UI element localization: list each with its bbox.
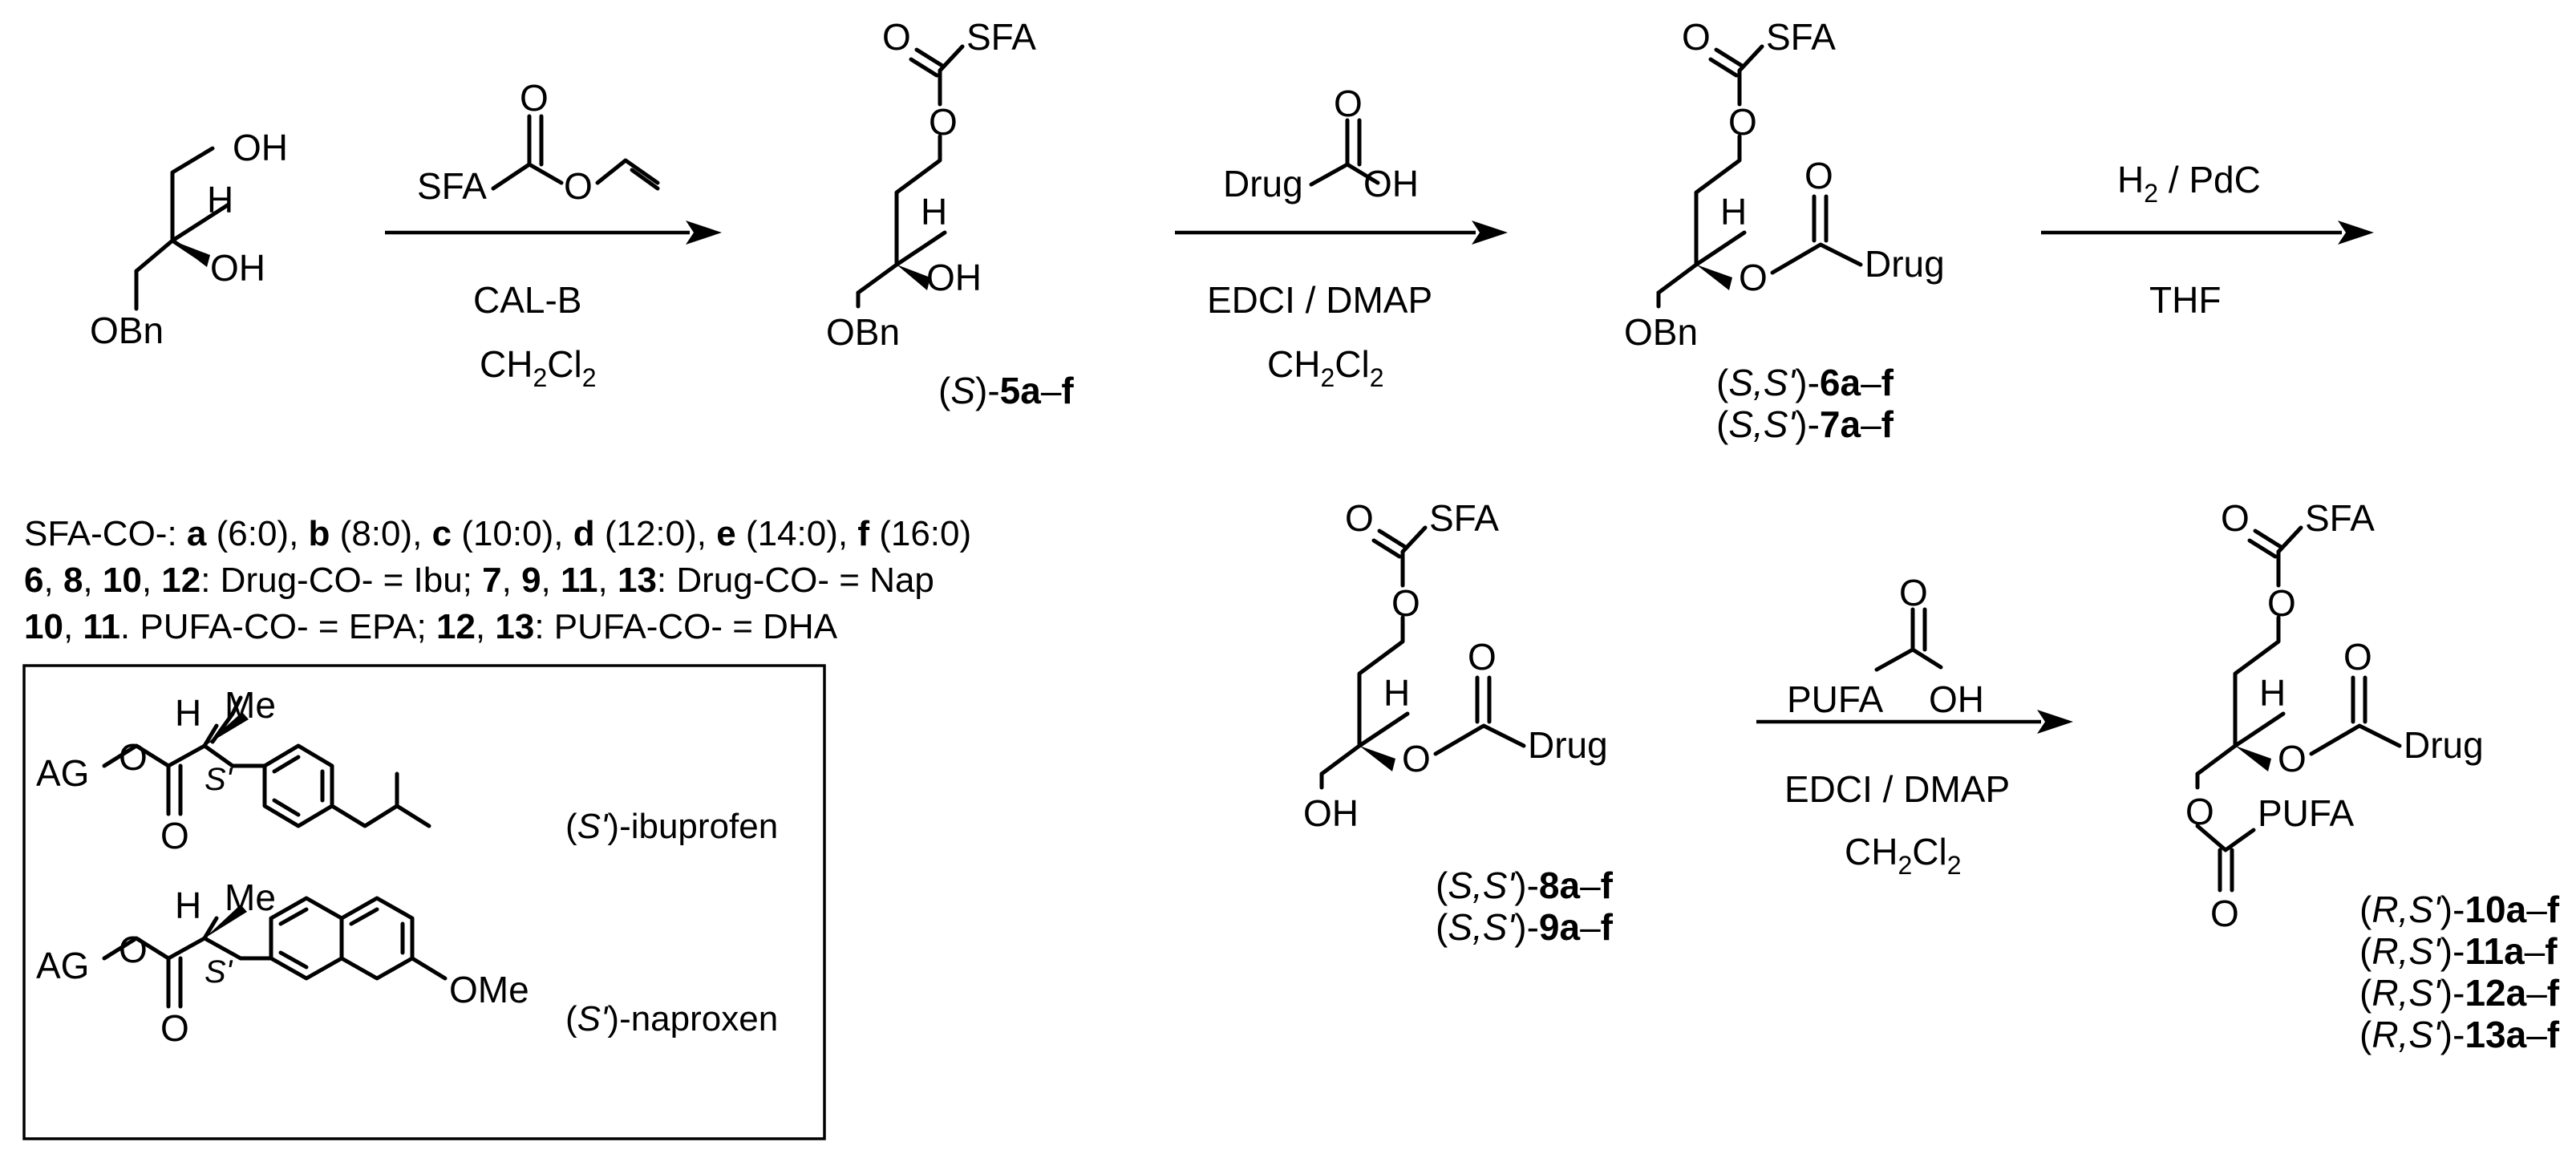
c10-o3: O xyxy=(2185,791,2214,832)
c6-drug-o: O xyxy=(1804,155,1833,196)
reagent-ester-o: O xyxy=(564,165,593,207)
c10-drug-o: O xyxy=(2343,636,2372,678)
c8-o-ester: O xyxy=(1391,582,1420,624)
arrow-step2: O Drug OH EDCI / DMAP CH2Cl2 xyxy=(1175,83,1508,392)
c7-label: (S,S')-7a–f xyxy=(1716,403,1894,445)
nap-ome: OMe xyxy=(449,969,529,1010)
c13-label: (R,S')-13a–f xyxy=(2359,1014,2560,1055)
c10-o2: O xyxy=(2278,738,2307,779)
reagent-edci-1: EDCI / DMAP xyxy=(1207,279,1432,321)
reagent-ch2cl2-2: CH2Cl2 xyxy=(1267,343,1384,392)
c9-label: (S,S')-9a–f xyxy=(1436,906,1614,948)
naproxen-structure: AG O O H Me S' OMe (S')-naproxen xyxy=(36,877,778,1049)
c8-drug-o: O xyxy=(1468,636,1497,678)
legend-sfa: SFA-CO-: a (6:0), b (8:0), c (10:0), d (… xyxy=(24,514,971,553)
c6-o-carbonyl: O xyxy=(1682,16,1711,58)
reagent-h2-pdc: H2 / PdC xyxy=(2117,159,2261,208)
c6-obn: OBn xyxy=(1624,311,1698,353)
c10-drug: Drug xyxy=(2404,724,2484,766)
nap-ag: AG xyxy=(36,945,89,986)
c6-drug: Drug xyxy=(1865,243,1945,285)
atom-h: H xyxy=(207,179,233,221)
arrow-step3: H2 / PdC THF xyxy=(2041,159,2374,321)
atom-oh-top: OH xyxy=(233,127,288,168)
compound-8-9: O SFA O H O O Drug OH (S,S')-8a–f (S,S')… xyxy=(1303,497,1614,948)
c10-pufa: PUFA xyxy=(2258,792,2354,834)
c10-sfa: SFA xyxy=(2305,497,2375,539)
reagent-ch2cl2-1: CH2Cl2 xyxy=(480,343,597,392)
arrow-step4: O PUFA OH EDCI / DMAP CH2Cl2 xyxy=(1756,572,2073,880)
ibu-carbonyl-o: O xyxy=(160,815,189,856)
c6-h: H xyxy=(1720,191,1747,233)
ibu-ester-o: O xyxy=(119,736,148,778)
drug-acid-o: O xyxy=(1334,83,1363,124)
ibu-ag: AG xyxy=(36,752,89,794)
ibu-label: (S')-ibuprofen xyxy=(565,807,778,846)
compound-start: OH H OH OBn xyxy=(90,127,288,351)
atom-oh: OH xyxy=(210,247,265,289)
drug-structures-box: AG O O H Me S' (S')-ibuprofen xyxy=(22,664,826,1140)
arrow-step1: O SFA O CAL-B CH2Cl2 xyxy=(385,77,722,392)
c10-pufa-o: O xyxy=(2210,893,2239,934)
c11-label: (R,S')-11a–f xyxy=(2359,930,2558,972)
pufa-acid-oh: OH xyxy=(1929,678,1984,720)
ibuprofen-structure: AG O O H Me S' (S')-ibuprofen xyxy=(36,684,778,856)
pufa-acid-o: O xyxy=(1899,572,1928,613)
legend-pufa: 10, 11. PUFA-CO- = EPA; 12, 13: PUFA-CO-… xyxy=(24,607,838,646)
reagent-ch2cl2-4: CH2Cl2 xyxy=(1845,831,1962,880)
c5-o-ester: O xyxy=(929,101,958,143)
c8-h: H xyxy=(1383,672,1410,714)
reagent-carbonyl-o: O xyxy=(520,77,549,119)
c8-sfa: SFA xyxy=(1429,497,1499,539)
c8-drug: Drug xyxy=(1528,724,1608,766)
atom-obn: OBn xyxy=(90,310,164,351)
legend-drug: 6, 8, 10, 12: Drug-CO- = Ibu; 7, 9, 11, … xyxy=(24,561,934,600)
c6-label: (S,S')-6a–f xyxy=(1716,362,1894,403)
reagent-edci-2: EDCI / DMAP xyxy=(1784,768,2010,810)
ibu-h: H xyxy=(175,692,201,734)
nap-carbonyl-o: O xyxy=(160,1007,189,1049)
c5-label: (S)-5a–f xyxy=(938,370,1074,411)
c6-o2: O xyxy=(1739,257,1768,298)
c6-o-ester: O xyxy=(1728,101,1757,143)
reagent-calb: CAL-B xyxy=(473,279,581,321)
nap-stereo: S' xyxy=(205,954,233,990)
c10-o-carbonyl: O xyxy=(2221,497,2250,539)
reagent-sfa: SFA xyxy=(417,165,487,207)
c10-o-ester: O xyxy=(2267,582,2296,624)
legend: SFA-CO-: a (6:0), b (8:0), c (10:0), d (… xyxy=(24,514,971,646)
c5-oh: OH xyxy=(926,257,982,298)
c8-oh: OH xyxy=(1303,792,1359,834)
drug-acid-drug: Drug xyxy=(1223,163,1303,204)
c5-h: H xyxy=(921,191,947,233)
compound-6-7: O SFA O H O O Drug OBn (S,S')-6a–f (S,S'… xyxy=(1624,16,1945,445)
pufa-acid-pufa: PUFA xyxy=(1787,678,1883,720)
c8-o2: O xyxy=(1402,738,1431,779)
nap-me: Me xyxy=(225,877,276,918)
nap-label: (S')-naproxen xyxy=(565,999,778,1039)
ibu-stereo: S' xyxy=(205,762,233,797)
c5-o-carbonyl: O xyxy=(882,16,911,58)
c5-sfa: SFA xyxy=(966,16,1036,58)
c6-sfa: SFA xyxy=(1766,16,1836,58)
nap-ester-o: O xyxy=(119,929,148,970)
compound-5: O SFA O H OH OBn (S)-5a–f xyxy=(826,16,1074,411)
c12-label: (R,S')-12a–f xyxy=(2359,972,2560,1014)
c8-label: (S,S')-8a–f xyxy=(1436,864,1614,906)
c10-h: H xyxy=(2259,672,2286,714)
nap-h: H xyxy=(175,885,201,926)
drug-acid-oh: OH xyxy=(1363,163,1419,204)
ibu-me: Me xyxy=(225,684,276,726)
c5-obn: OBn xyxy=(826,311,900,353)
c10-label: (R,S')-10a–f xyxy=(2359,889,2560,930)
compound-10-13: O SFA O H O O Drug O PUFA O (R,S')-10a–f… xyxy=(2185,497,2560,1055)
c8-o-carbonyl: O xyxy=(1345,497,1374,539)
reagent-thf: THF xyxy=(2149,279,2221,321)
